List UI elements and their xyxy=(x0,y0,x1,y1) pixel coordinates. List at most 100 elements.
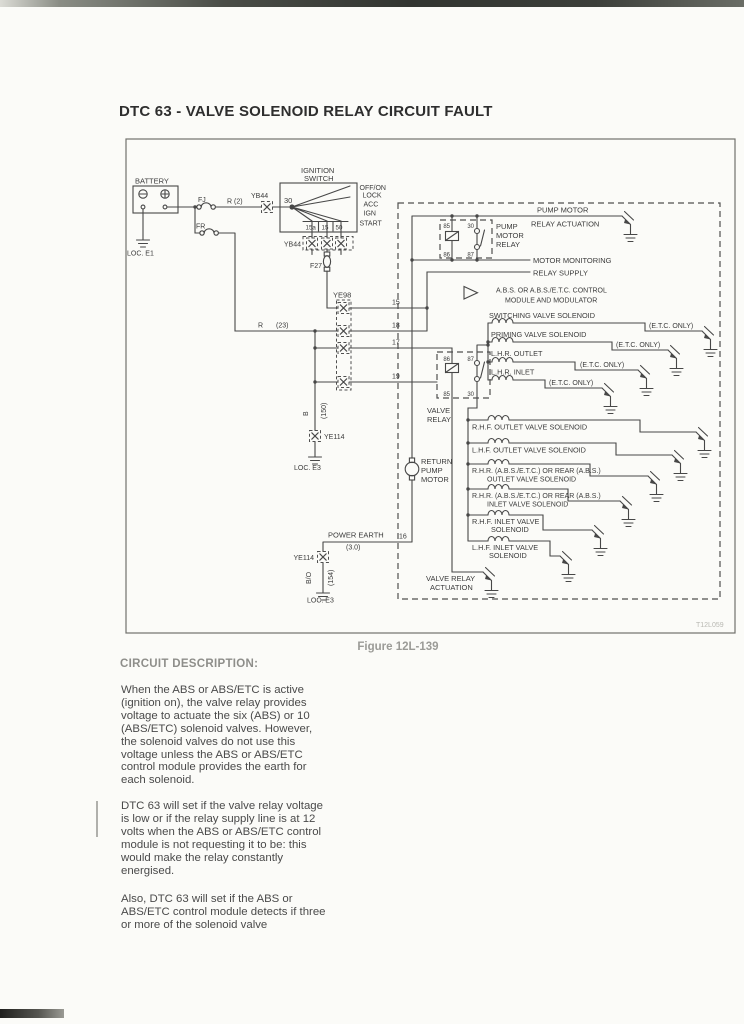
label-r87: 87 xyxy=(467,253,474,259)
ground-icon xyxy=(135,234,151,248)
label-switch: SWITCH xyxy=(304,174,334,183)
label-wire-150: (150) xyxy=(321,403,328,419)
label-fj: FJ xyxy=(198,197,206,204)
label-relay2: RELAY xyxy=(427,415,451,424)
label-relay: RELAY xyxy=(496,240,520,249)
connector-yb44-icon xyxy=(260,200,274,214)
description-paragraph-3: Also, DTC 63 will set if the ABS or ABS/… xyxy=(121,893,326,931)
label-v85: 85 xyxy=(443,392,450,398)
return-pump-motor-icon xyxy=(404,457,420,481)
label-valve-relay-act1: VALVE RELAY xyxy=(426,574,475,583)
label-pin17: 17 xyxy=(392,340,400,347)
label-wire-bo: B/O xyxy=(306,571,313,584)
label-figure-code: T12L059 xyxy=(696,622,724,629)
ignition-switch xyxy=(279,182,358,233)
label-pin16: 16 xyxy=(399,534,407,541)
label-wire-r: R xyxy=(258,323,263,330)
label-pin15: 15 xyxy=(392,300,400,307)
label-f27: F27 xyxy=(310,263,322,270)
label-loc-e3: LOC. E3 xyxy=(294,465,321,472)
label-wire-23: (23) xyxy=(276,323,288,330)
label-etc-only: (E.T.C. ONLY) xyxy=(616,342,660,349)
label-module2: MODULE AND MODULATOR xyxy=(505,298,597,305)
label-etc-only: (E.T.C. ONLY) xyxy=(649,323,693,330)
label-sp-15a: 15a xyxy=(306,225,317,232)
label-r30: 30 xyxy=(467,224,474,230)
scan-edge-bottom xyxy=(0,1009,64,1018)
label-v87: 87 xyxy=(467,357,474,363)
label-rhr-outlet2: OUTLET VALVE SOLENOID xyxy=(487,477,576,484)
label-lhf-inlet2: SOLENOID xyxy=(489,551,527,560)
label-rhf-inlet2: SOLENOID xyxy=(491,525,529,534)
label-r85: 85 xyxy=(443,224,450,230)
label-pos-lock: LOCK xyxy=(363,193,382,200)
label-pos-acc: ACC xyxy=(364,202,379,209)
label-switching-valve: SWITCHING VALVE SOLENOID xyxy=(489,311,595,320)
battery-icon xyxy=(132,185,179,214)
label-etc-only: (E.T.C. ONLY) xyxy=(580,362,624,369)
label-loc-e1: LOC. E1 xyxy=(127,251,154,258)
module-triangle-icon xyxy=(463,285,479,300)
label-lhf-outlet: L.H.F. OUTLET VALVE SOLENOID xyxy=(472,446,586,455)
label-ye98: YE98 xyxy=(333,291,351,300)
junction-dots xyxy=(193,205,490,517)
label-yb44-top: YB44 xyxy=(251,193,268,200)
label-pin30: 30 xyxy=(284,196,292,205)
label-power-earth: POWER EARTH xyxy=(328,531,384,540)
section-heading: CIRCUIT DESCRIPTION: xyxy=(120,658,259,670)
label-module1: A.B.S. OR A.B.S./E.T.C. CONTROL xyxy=(496,288,607,295)
label-rhr-inlet2: INLET VALVE SOLENOID xyxy=(487,502,568,509)
label-r86: 86 xyxy=(443,253,450,259)
description-paragraph-1: When the ABS or ABS/ETC is active (ignit… xyxy=(121,684,313,787)
fuse-f27-icon xyxy=(322,251,332,272)
diagram-frame xyxy=(125,138,736,634)
pump-motor-relay xyxy=(439,219,493,259)
ground-icon xyxy=(307,451,323,465)
label-valve: VALVE xyxy=(427,406,450,415)
label-power-earth-size: (3.0) xyxy=(346,545,360,552)
label-ye114-2: YE114 xyxy=(294,555,315,562)
label-rhr-inlet1: R.H.R. (A.B.S./E.T.C.) OR REAR (A.B.S.) xyxy=(472,493,601,500)
label-return: RETURN xyxy=(421,457,452,466)
scan-edge-top xyxy=(0,0,744,7)
page-title: DTC 63 - VALVE SOLENOID RELAY CIRCUIT FA… xyxy=(119,103,493,120)
label-wire-154: (154) xyxy=(328,570,335,586)
connector-ye98-strip xyxy=(336,299,352,391)
label-rhf-outlet: R.H.F. OUTLET VALVE SOLENOID xyxy=(472,423,587,432)
label-r2: R (2) xyxy=(227,199,243,206)
label-lhr-outlet: L.H.R. OUTLET xyxy=(491,349,543,358)
label-battery: BATTERY xyxy=(135,177,169,186)
label-lhf-inlet1: L.H.F. INLET VALVE xyxy=(472,543,538,552)
label-fr: FR xyxy=(196,224,205,231)
label-valve-relay-act2: ACTUATION xyxy=(430,583,473,592)
label-pump2: PUMP xyxy=(421,466,443,475)
label-wire-b: B xyxy=(303,411,310,416)
label-priming-valve: PRIMING VALVE SOLENOID xyxy=(491,330,586,339)
connector-yb44-strip xyxy=(302,236,354,251)
label-motor: MOTOR xyxy=(496,231,524,240)
label-motor2: MOTOR xyxy=(421,475,449,484)
label-rhr-outlet1: R.H.R. (A.B.S./E.T.C.) OR REAR (A.B.S.) xyxy=(472,468,601,475)
label-ye114: YE114 xyxy=(324,434,345,441)
label-motor-monitoring: MOTOR MONITORING xyxy=(533,256,612,265)
wiring-diagram: BATTERY LOC. E1 FJ R (2) YB44 FR IGNITIO… xyxy=(125,138,736,634)
revision-bar xyxy=(96,801,98,837)
label-pump: PUMP xyxy=(496,222,518,231)
label-lhr-inlet: L.H.R. INLET xyxy=(491,368,535,377)
label-pump-motor-act1: PUMP MOTOR xyxy=(537,206,589,215)
label-sp-15: 15 xyxy=(322,225,329,232)
figure-caption: Figure 12L-139 xyxy=(357,641,439,653)
wires xyxy=(142,185,703,589)
label-pos-start: START xyxy=(360,221,383,228)
label-pos-ign: IGN xyxy=(364,211,376,218)
label-pos-offon: OFF/ON xyxy=(360,185,386,192)
output-transistors xyxy=(482,210,718,599)
label-pin18: 18 xyxy=(392,323,400,330)
label-rhf-inlet1: R.H.F. INLET VALVE xyxy=(472,517,539,526)
connector-ye114-icon xyxy=(308,429,322,443)
connector-ye114-icon xyxy=(316,550,330,564)
label-yb44-strip: YB44 xyxy=(284,242,301,249)
label-v30: 30 xyxy=(467,392,474,398)
label-ignition: IGNITION xyxy=(301,166,334,175)
label-relay-supply: RELAY SUPPLY xyxy=(533,269,588,278)
